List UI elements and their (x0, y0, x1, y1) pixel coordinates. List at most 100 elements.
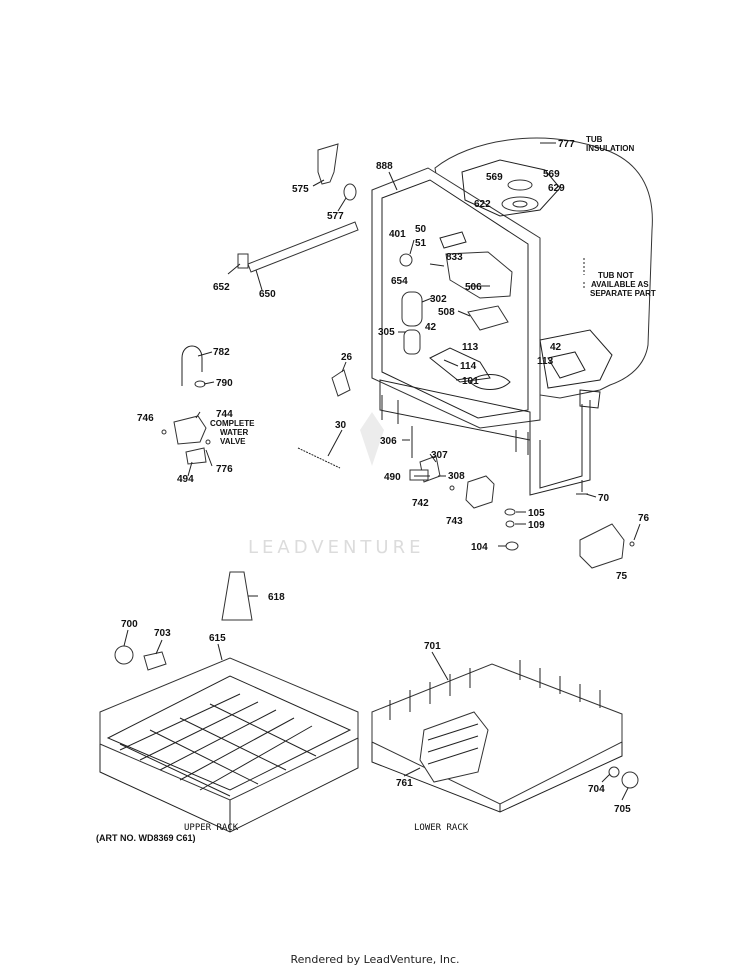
part-number: 704 (588, 784, 605, 795)
part-number: 888 (376, 161, 393, 172)
part-number: 113 (537, 356, 554, 367)
part-number: 833 (446, 252, 463, 263)
part-number: 776 (216, 464, 233, 475)
foot-70 (576, 480, 588, 495)
art-number: (ART NO. WD8369 C61) (96, 833, 196, 843)
part-number: 782 (213, 347, 230, 358)
part-number: 109 (528, 520, 545, 531)
switch-490 (409, 469, 429, 481)
watermark: LEADVENTURE (248, 412, 424, 558)
part-number: 104 (471, 542, 488, 553)
part-number: 30 (335, 420, 347, 431)
part-number: 615 (209, 633, 226, 644)
leader-lines (123, 142, 641, 801)
latch-26 (331, 369, 351, 397)
hose-782 (181, 345, 203, 386)
part-number: 494 (177, 474, 194, 485)
part-number: 50 (415, 224, 427, 235)
components (114, 143, 639, 789)
part-number: 577 (327, 211, 344, 222)
notes: TUB INSULATION TUB NOT AVAILABLE AS SEPA… (210, 135, 656, 446)
part-number: 26 (341, 352, 353, 363)
upper-rack (99, 657, 359, 833)
note-tub-not-available: TUB NOT (598, 271, 634, 280)
part-number: 742 (412, 498, 429, 509)
part-number: 490 (384, 472, 401, 483)
part-number: 508 (438, 307, 455, 318)
bracket-494 (185, 447, 207, 465)
wheel-700 (114, 645, 134, 665)
watermark-text: LEADVENTURE (248, 537, 424, 558)
part-number: 700 (121, 619, 138, 630)
part-number: 575 (292, 184, 309, 195)
stop-703 (143, 651, 167, 671)
tub-assembly (371, 137, 653, 496)
spring-30 (297, 447, 341, 469)
control-75 (579, 523, 625, 569)
part-number: 650 (259, 289, 276, 300)
part-number: 101 (462, 376, 479, 387)
note-tub-not-available: SEPARATE PART (590, 289, 656, 298)
part-number: 622 (474, 199, 491, 210)
part-number: 790 (216, 378, 233, 389)
part-number: 113 (462, 342, 479, 353)
part-number: 744 (216, 409, 233, 420)
part-number: 629 (548, 183, 565, 194)
part-number: 75 (616, 571, 628, 582)
wheel-705 (621, 771, 639, 789)
part-number: 654 (391, 276, 408, 287)
lower-rack (371, 660, 623, 813)
tub-insulation-cutout (461, 159, 561, 217)
part-number: 42 (550, 342, 562, 353)
filter-506 (445, 251, 513, 299)
part-number: 42 (425, 322, 437, 333)
part-number: 569 (486, 172, 503, 183)
part-number: 743 (446, 516, 463, 527)
note-complete-valve: VALVE (220, 437, 246, 446)
watermark-logo (360, 412, 384, 466)
part-number: 652 (213, 282, 230, 293)
part-number: 308 (448, 471, 465, 482)
note-tub-insulation: TUB (586, 135, 603, 144)
part-number: 305 (378, 327, 395, 338)
cap-104 (505, 541, 519, 551)
part-number: 761 (396, 778, 413, 789)
part-number: 777 (558, 139, 575, 150)
part-number: 51 (415, 238, 427, 249)
clamp-790 (194, 380, 206, 388)
strip-650 (247, 221, 359, 273)
part-number: 76 (638, 513, 650, 524)
part-number: 701 (424, 641, 441, 652)
basket-761 (419, 711, 489, 783)
stop-704 (608, 766, 620, 778)
part-number: 618 (268, 592, 285, 603)
upper-rack-label: UPPER RACK (184, 823, 239, 833)
rack-labels: UPPER RACK LOWER RACK (184, 823, 469, 833)
part-number: 569 (543, 169, 560, 180)
pump-302 (401, 291, 423, 327)
part-number: 114 (460, 361, 477, 372)
part-number: 307 (431, 450, 448, 461)
part-number: 105 (528, 508, 545, 519)
note-complete-valve: WATER (220, 428, 249, 437)
clip-652 (237, 253, 249, 269)
filter-508 (467, 305, 509, 331)
lower-rack-label: LOWER RACK (414, 823, 469, 833)
note-complete-valve: COMPLETE (210, 419, 255, 428)
footer-credit: Rendered by LeadVenture, Inc. (290, 953, 460, 966)
dispenser-575 (317, 143, 339, 185)
part-numbers: 777 888 575 577 569 569 629 622 50 51 40… (121, 139, 650, 815)
part-number: 302 (430, 294, 447, 305)
part-number: 401 (389, 229, 406, 240)
part-number: 705 (614, 804, 631, 815)
note-tub-not-available: AVAILABLE AS (591, 280, 649, 289)
part-number: 746 (137, 413, 154, 424)
note-tub-insulation: INSULATION (586, 144, 635, 153)
part-number: 70 (598, 493, 610, 504)
part-number: 306 (380, 436, 397, 447)
ring-577 (343, 183, 357, 201)
module-743 (465, 475, 495, 509)
tower-618 (221, 571, 253, 621)
part-number: 703 (154, 628, 171, 639)
